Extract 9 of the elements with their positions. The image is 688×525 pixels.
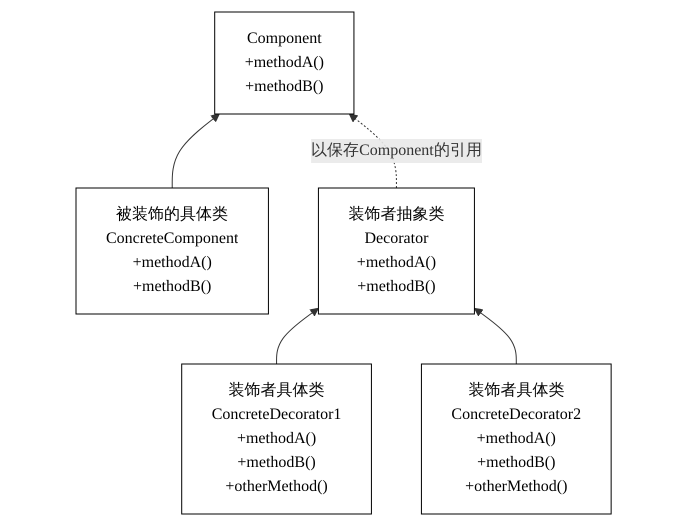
node-box: 被装饰的具体类 ConcreteComponent +methodA() +methodB() — [76, 187, 270, 314]
node-box: Component +methodA() +methodB() — [214, 11, 355, 114]
edge-label: 以保存Component的引用 — [312, 142, 482, 158]
arrow — [276, 307, 320, 364]
arrow — [172, 113, 220, 188]
node-box: 装饰者抽象类 Decorator +methodA() +methodB() — [318, 187, 476, 314]
node-box: 装饰者具体类 ConcreteDecorator1 +methodA() +methodB() +otherMethod() — [182, 363, 372, 514]
arrow — [474, 307, 518, 364]
node-box: 装饰者具体类 ConcreteDecorator2 +methodA() +methodB() +otherMethod() — [421, 363, 612, 514]
